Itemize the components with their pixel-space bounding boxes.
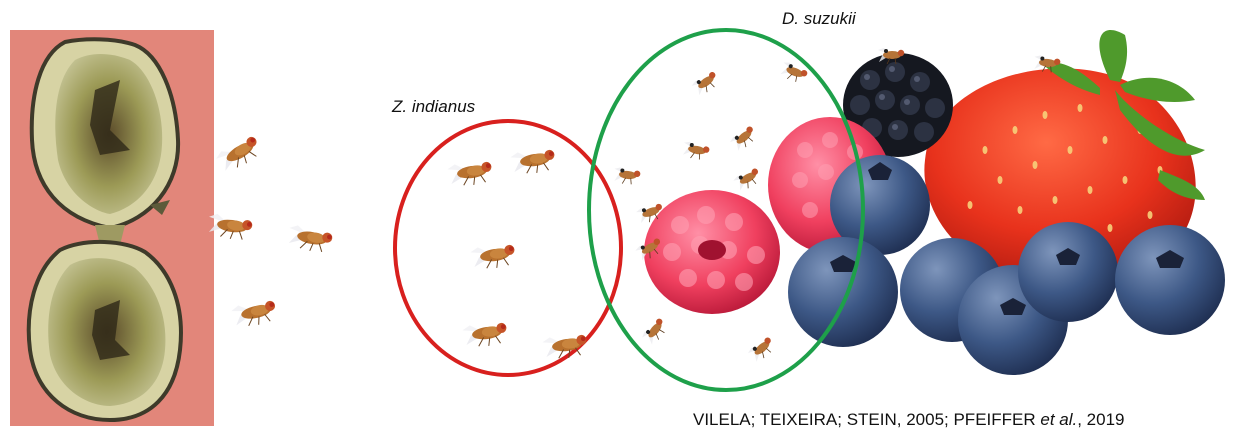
fly-icon bbox=[613, 167, 640, 185]
fly-icon bbox=[470, 242, 517, 271]
fly-icon bbox=[641, 316, 670, 346]
z-indianus-group bbox=[395, 121, 621, 375]
fly-icon bbox=[214, 133, 264, 175]
fig-flies bbox=[206, 133, 333, 329]
z-indianus-label: Z. indianus bbox=[392, 97, 475, 117]
raspberry-icon bbox=[644, 190, 780, 314]
fly-icon bbox=[747, 335, 777, 364]
fly-icon bbox=[447, 159, 494, 188]
citation-year: , 2019 bbox=[1077, 410, 1124, 429]
fly-icon bbox=[462, 320, 509, 349]
fly-icon bbox=[286, 224, 333, 254]
fly-icon bbox=[729, 124, 759, 153]
blueberry-icon bbox=[788, 237, 898, 347]
fly-icon bbox=[732, 166, 763, 193]
blueberry-icon bbox=[1115, 225, 1225, 335]
berry-pile bbox=[644, 30, 1225, 375]
citation: VILELA; TEIXEIRA; STEIN, 2005; PFEIFFER … bbox=[693, 410, 1125, 430]
citation-authors: VILELA; TEIXEIRA; STEIN, 2005; PFEIFFER bbox=[693, 410, 1040, 429]
citation-et-al: et al. bbox=[1040, 410, 1077, 429]
blueberry-icon bbox=[1018, 222, 1118, 322]
fly-icon bbox=[691, 69, 722, 97]
fly-icon bbox=[682, 141, 711, 161]
fig-photo bbox=[10, 30, 214, 426]
fly-icon bbox=[230, 298, 278, 330]
fly-icon bbox=[510, 147, 557, 176]
d-suzukii-label: D. suzukii bbox=[782, 9, 856, 29]
